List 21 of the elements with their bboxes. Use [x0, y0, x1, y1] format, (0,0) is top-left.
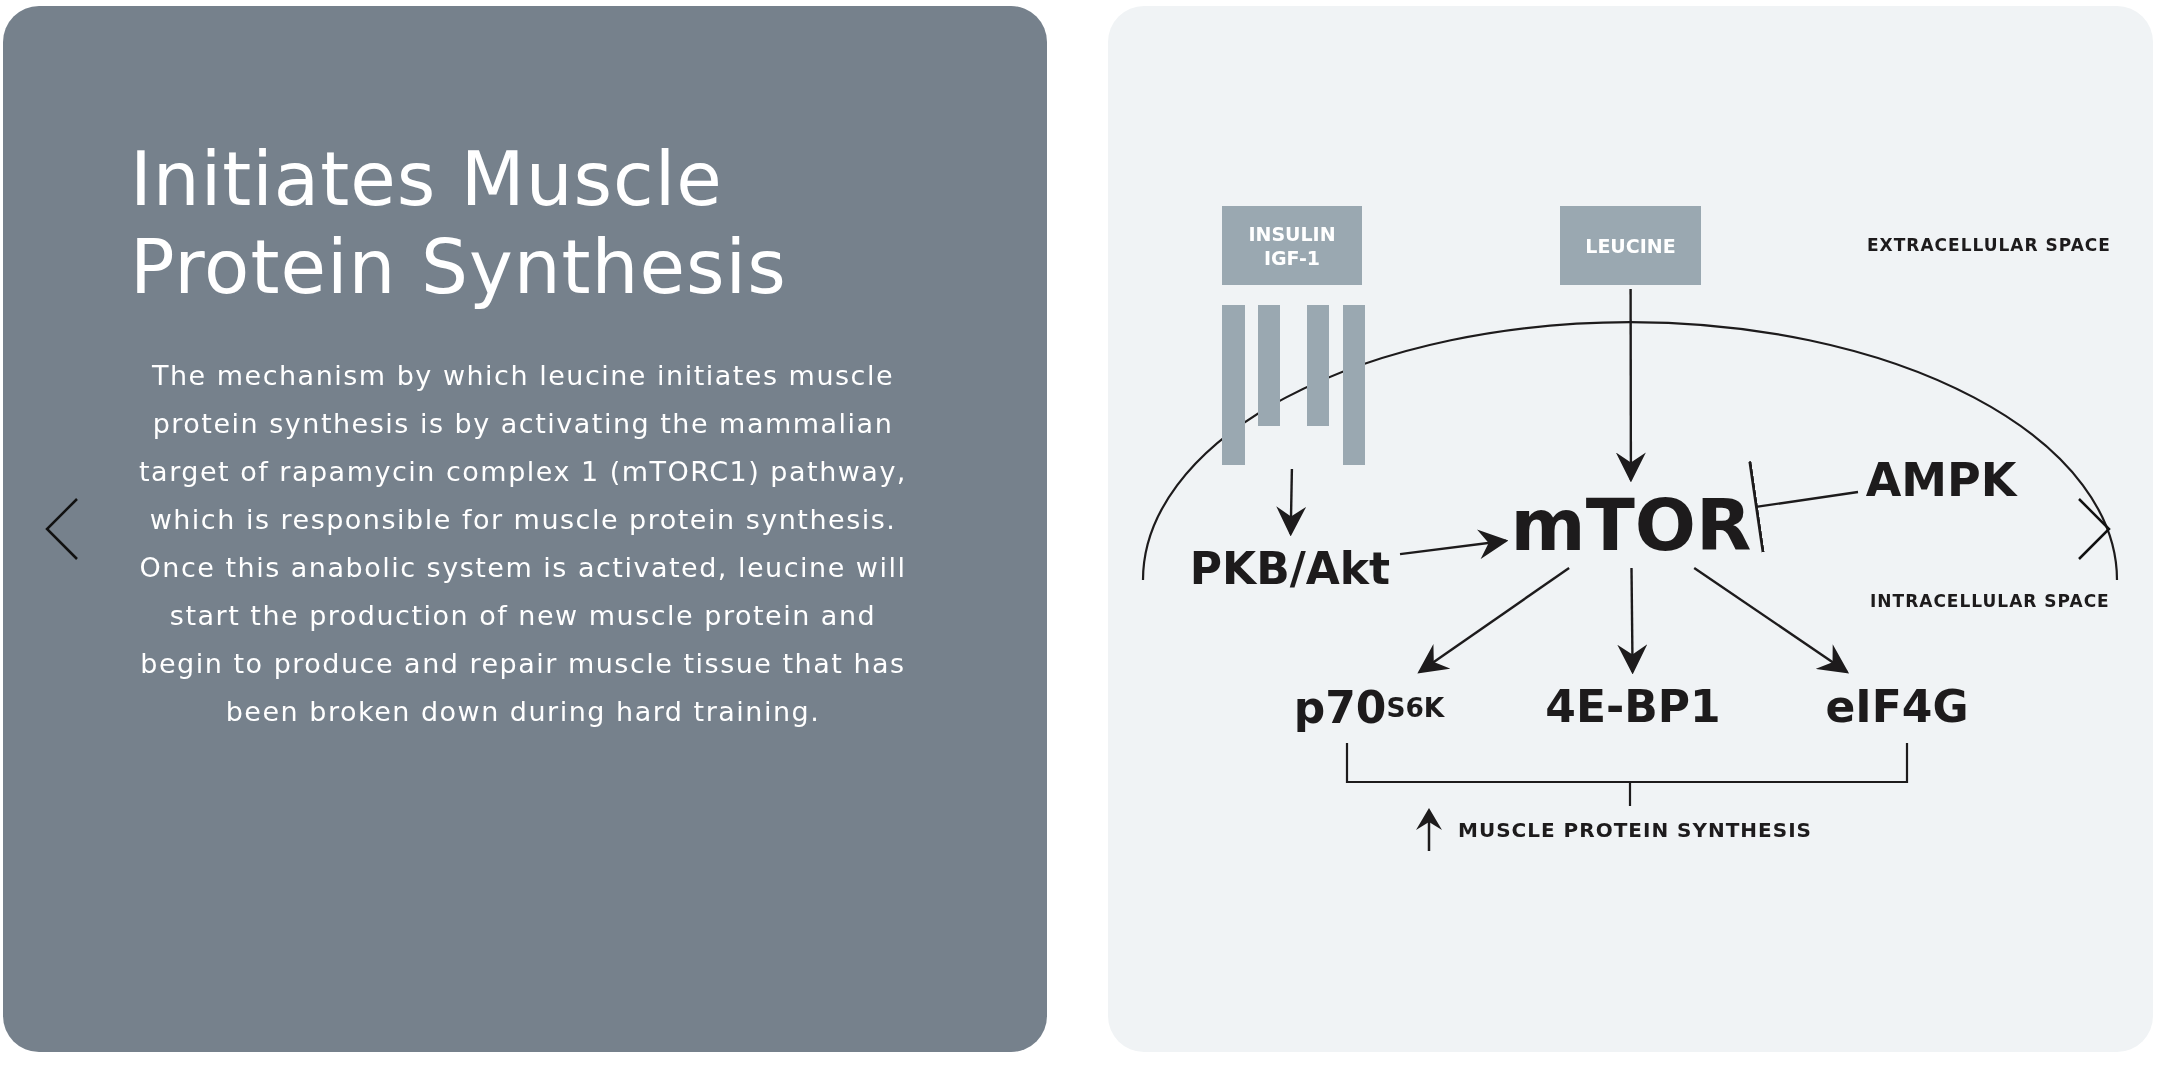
arrow	[1617, 568, 1648, 675]
arrow	[1399, 529, 1509, 560]
protein-label: p70$^{S6K}$	[1288, 678, 1450, 736]
signal-box: LEUCINE	[1560, 206, 1701, 285]
protein-label: PKB/Akt	[1184, 540, 1396, 596]
outcome-label: MUSCLE PROTEIN SYNTHESIS	[1458, 818, 1813, 842]
description-paragraph: The mechanism by which leucine initiates muscle protein synthesis is by activating the mammalian target of rapamycin complex 1 (mTORC1) pathway, which is responsible for muscle protein synthesis. Once this anabolic system is activated, leucine will start the production of new muscle protein and begin to produce and repair muscle tissue that has been broken down during hard training.	[138, 359, 908, 729]
arrow	[1615, 289, 1646, 483]
arrow	[1276, 468, 1307, 537]
inhibition-line	[1748, 461, 1859, 553]
protein-label: AMPK	[1862, 452, 2020, 508]
protein-label: mTOR	[1512, 486, 1750, 564]
protein-label: eIF4G	[1822, 678, 1972, 734]
arrow	[1417, 567, 1570, 674]
signal-box: INSULIN IGF-1	[1222, 206, 1362, 285]
protein-label: 4E-BP1	[1546, 678, 1720, 734]
slide-title: Initiates Muscle Protein Synthesis	[130, 135, 788, 311]
arrow	[1693, 567, 1850, 674]
receptor-drawing	[1222, 305, 1365, 465]
region-label: INTRACELLULAR SPACE	[1870, 591, 2110, 611]
region-label: EXTRACELLULAR SPACE	[1867, 235, 2111, 255]
